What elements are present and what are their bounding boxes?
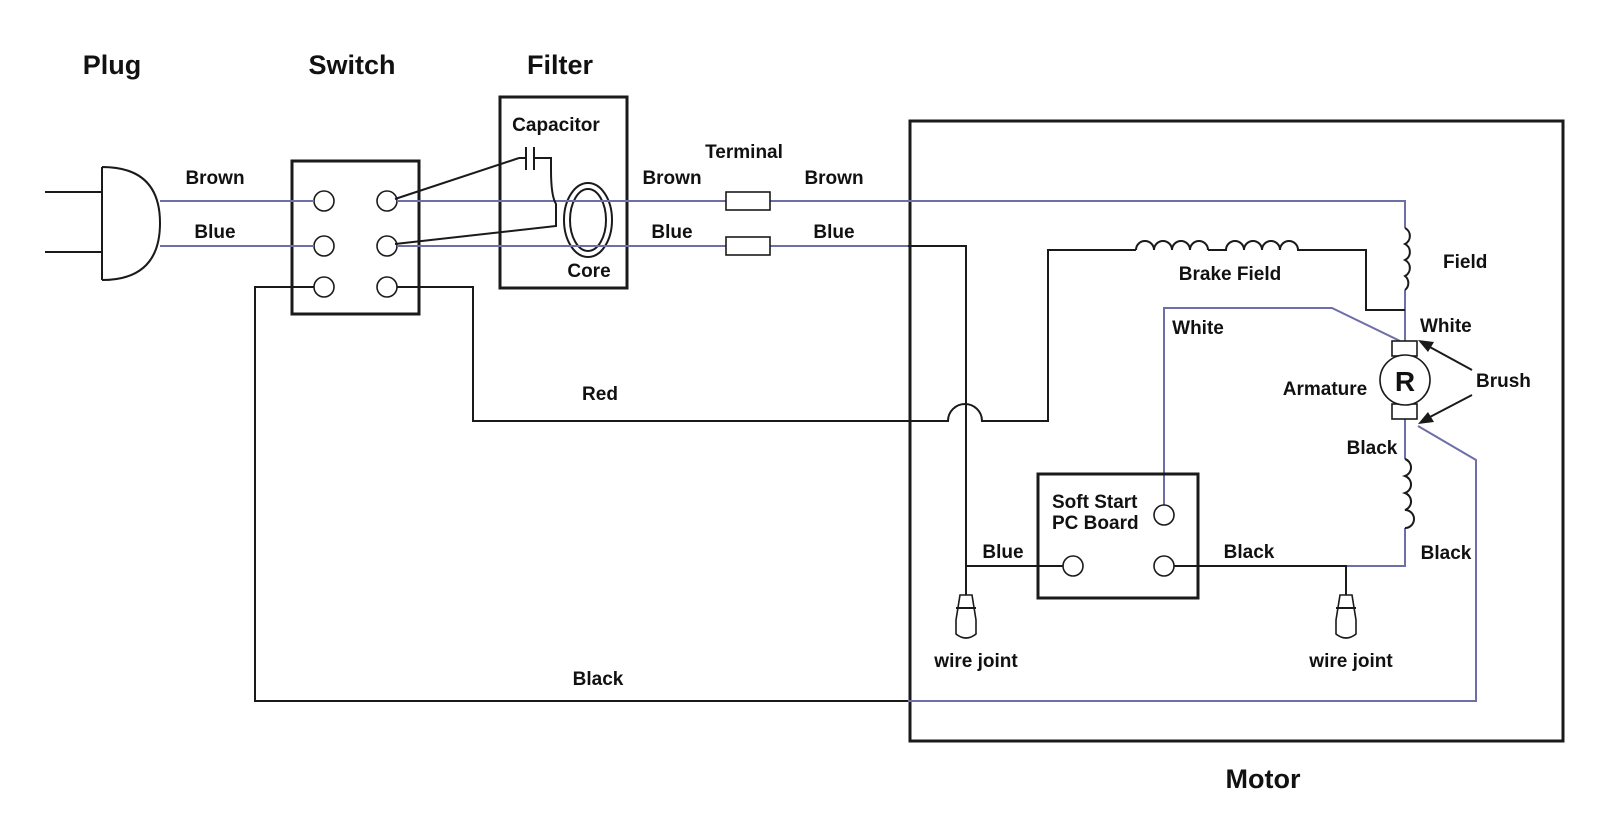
soft-start-pcb-box: [1036, 472, 1200, 600]
wire-joint-right-label: wire joint: [1308, 651, 1393, 672]
wire-joint-left-symbol: [955, 594, 977, 639]
brown-plug-label: Brown: [185, 168, 244, 189]
black-field-coil: [1401, 458, 1415, 529]
blue-wires: [160, 200, 1477, 702]
capacitor-symbol: [519, 147, 552, 170]
pcb-terminals: [1062, 504, 1175, 577]
terminal-blocks: [725, 191, 771, 256]
switch-box: [290, 159, 421, 316]
plug-symbol: [45, 166, 162, 281]
filter-header: Filter: [527, 50, 594, 80]
black-bottom-label: Black: [573, 669, 624, 690]
blue-motor-label: Blue: [813, 222, 854, 243]
plug-header: Plug: [83, 50, 142, 80]
armature-r-label: R: [1395, 366, 1415, 397]
switch-header: Switch: [308, 50, 395, 80]
wire-joint-right-symbol: [1335, 594, 1357, 639]
core-symbol: [563, 182, 613, 258]
brown-motor-label: Brown: [804, 168, 863, 189]
filter-box: [498, 95, 629, 290]
brake-field-label: Brake Field: [1179, 264, 1281, 285]
armature-label: Armature: [1283, 379, 1367, 400]
soft-start-label-line1: Soft Start: [1052, 492, 1138, 513]
field-coil: [1402, 227, 1411, 291]
blue-filter-label: Blue: [651, 222, 692, 243]
white-right-label: White: [1420, 316, 1472, 337]
white-left-label: White: [1172, 318, 1224, 339]
switch-terminals: [313, 190, 398, 298]
brush-label: Brush: [1476, 371, 1531, 392]
armature-symbol: R: [1379, 340, 1431, 420]
motor-box: [908, 119, 1565, 743]
soft-start-label-line2: PC Board: [1052, 513, 1139, 534]
motor-header: Motor: [1226, 764, 1301, 794]
blue-plug-label: Blue: [194, 222, 235, 243]
blue-pcb-label: Blue: [982, 542, 1023, 563]
black-wires: [254, 157, 1405, 702]
core-label: Core: [567, 261, 610, 282]
wire-joint-left-label: wire joint: [933, 651, 1018, 672]
black-right-label: Black: [1421, 543, 1472, 564]
brake-field-coil: [1135, 240, 1306, 251]
red-wire-label: Red: [582, 384, 618, 405]
brown-filter-label: Brown: [642, 168, 701, 189]
capacitor-label: Capacitor: [512, 115, 600, 136]
field-label: Field: [1443, 252, 1487, 273]
terminal-label: Terminal: [705, 142, 783, 163]
black-armature-label: Black: [1347, 438, 1398, 459]
black-pcb-label: Black: [1224, 542, 1275, 563]
brush-arrows: [1418, 340, 1473, 424]
